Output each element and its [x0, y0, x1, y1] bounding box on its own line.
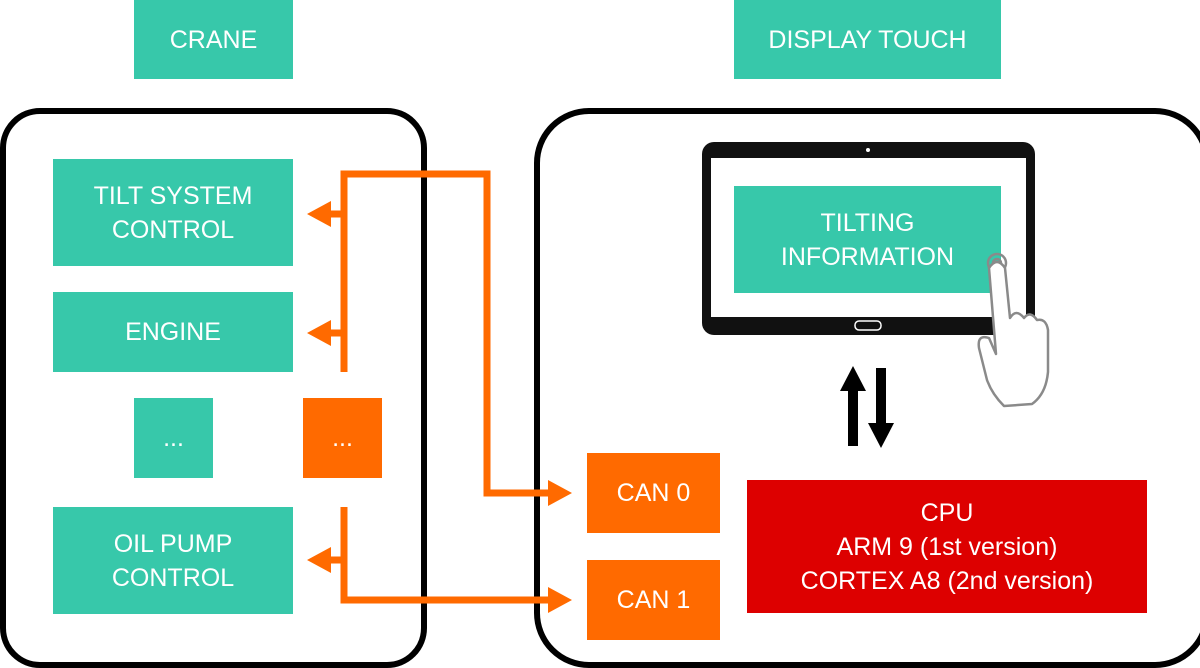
ellipsis-teal-box: ... — [134, 398, 213, 478]
cpu-box: CPU ARM 9 (1st version) CORTEX A8 (2nd v… — [747, 480, 1147, 613]
crane-header: CRANE — [134, 0, 293, 79]
tilting-information-box: TILTING INFORMATION — [734, 186, 1001, 293]
tilt-system-control-box: TILT SYSTEM CONTROL — [53, 159, 293, 266]
oil-pump-control-box: OIL PUMP CONTROL — [53, 507, 293, 614]
can-bus-arrowheads — [307, 201, 572, 613]
display-touch-header: DISPLAY TOUCH — [734, 0, 1001, 79]
ellipsis-orange-box: ... — [303, 398, 382, 478]
can1-box: CAN 1 — [587, 560, 720, 640]
engine-box: ENGINE — [53, 292, 293, 372]
can0-box: CAN 0 — [587, 453, 720, 533]
bidirectional-arrows-icon — [840, 366, 894, 448]
